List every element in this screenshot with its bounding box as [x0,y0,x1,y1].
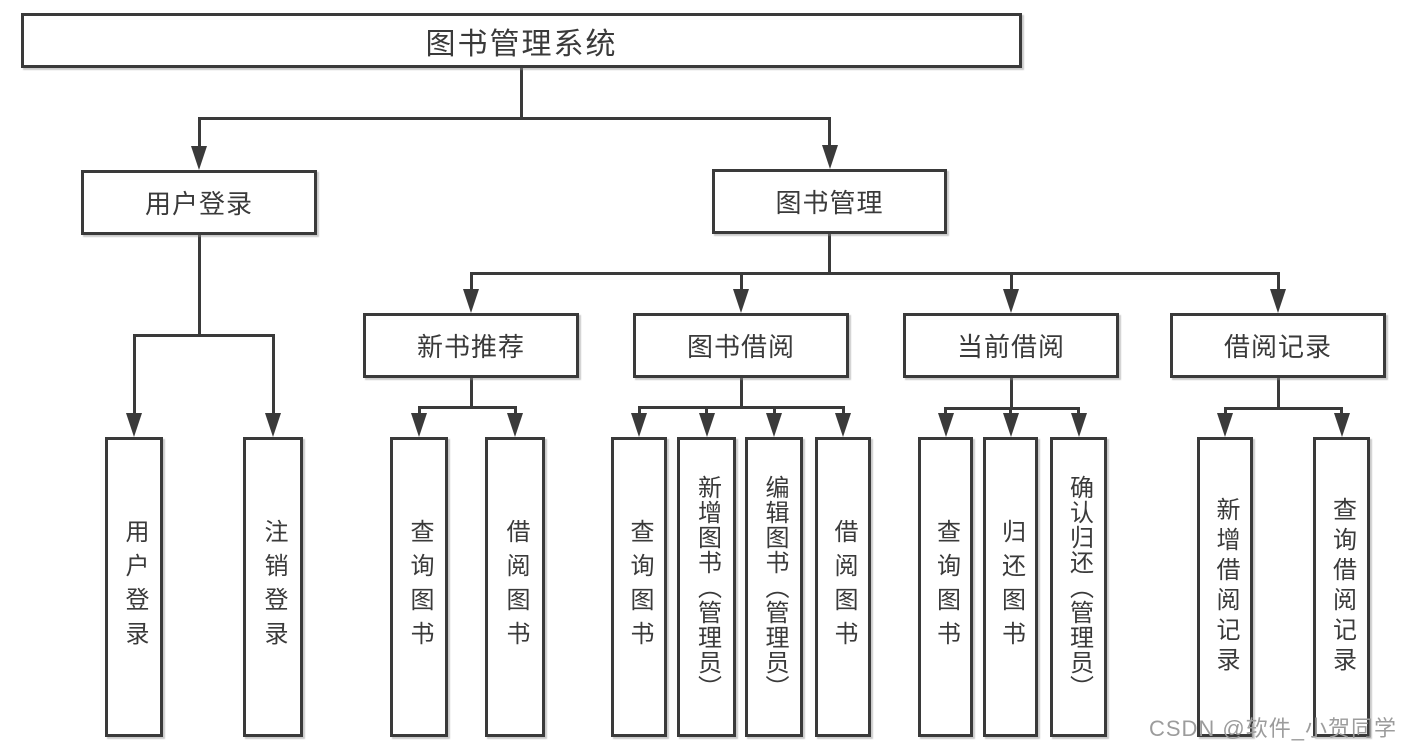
arrowhead-current-borrow [1003,289,1019,313]
node-v-confirm-return: 确认归还（管理员） [1050,437,1107,737]
node-label-v-user-login: 用户登录 [121,519,148,655]
edge-drop-user-login [197,118,201,148]
arrowhead-borrow-records [1270,289,1286,313]
edge-drop-v-query-book-3 [944,408,947,415]
node-v-edit-book: 编辑图书（管理员） [745,437,803,737]
edge-bar-borrow-records [1223,406,1343,410]
arrowhead-v-borrow-book-2 [835,413,851,437]
edge-bar-book-mgmt [469,271,1280,275]
edge-bar-new-book-rec [417,405,517,409]
node-v-query-book-2: 查询图书 [611,437,667,737]
arrowhead-v-user-login [126,413,142,437]
edge-stem-root [520,68,523,118]
node-v-borrow-book-2: 借阅图书 [815,437,871,737]
arrowhead-v-query-book-2 [631,413,647,437]
node-book-borrow: 图书借阅 [633,313,849,378]
node-label-book-mgmt: 图书管理 [775,188,884,218]
node-label-v-logout: 注销登录 [260,519,287,655]
edge-bar-user-login [132,333,275,337]
node-label-v-borrow-book-1: 借阅图书 [502,519,529,655]
arrowhead-v-edit-book [766,413,782,437]
arrowhead-v-add-record [1217,413,1233,437]
node-label-root: 图书管理系统 [425,27,618,61]
arrowhead-v-borrow-book-1 [507,413,523,437]
edge-stem-user-login [197,235,201,335]
edge-bar-book-borrow [637,405,845,409]
node-v-logout: 注销登录 [243,437,303,737]
arrowhead-user-login [191,146,207,170]
node-label-v-return-book: 归还图书 [997,519,1025,655]
node-label-v-confirm-return: 确认归还（管理员） [1065,474,1093,700]
edge-drop-v-edit-book [772,407,776,415]
node-v-query-record: 查询借阅记录 [1313,437,1370,737]
edge-drop-v-query-record [1340,408,1343,415]
edge-stem-borrow-records [1276,378,1280,408]
edge-drop-v-logout [271,335,275,415]
edge-bar-current-borrow [944,406,1080,410]
arrowhead-v-return-book [1002,413,1019,437]
edge-drop-book-mgmt [828,118,831,147]
edge-stem-book-borrow [739,378,743,407]
arrowhead-v-query-book-1 [411,413,427,437]
edge-drop-v-confirm-return [1077,408,1080,415]
arrowhead-v-query-record [1333,413,1350,437]
watermark-text: CSDN @软件_小贺同学 [1148,716,1397,741]
edge-drop-v-user-login [132,335,136,415]
node-v-return-book: 归还图书 [983,437,1038,737]
edge-drop-v-add-book [705,407,708,415]
edge-stem-book-mgmt [828,234,831,273]
node-borrow-records: 借阅记录 [1170,313,1386,378]
node-v-query-book-1: 查询图书 [390,437,448,737]
edge-drop-v-query-book-2 [637,407,641,415]
node-label-current-borrow: 当前借阅 [956,332,1065,362]
node-v-query-book-3: 查询图书 [918,437,973,737]
node-label-v-edit-book: 编辑图书（管理员） [761,474,788,700]
node-label-borrow-records: 借阅记录 [1223,332,1332,362]
node-v-add-book: 新增图书（管理员） [677,437,736,737]
node-label-book-borrow: 图书借阅 [686,332,795,362]
node-current-borrow: 当前借阅 [903,313,1119,378]
node-label-v-borrow-book-2: 借阅图书 [830,519,857,655]
node-label-new-book-rec: 新书推荐 [416,332,525,362]
edge-drop-current-borrow [1009,273,1013,291]
edge-drop-new-book-rec [469,273,473,291]
node-v-borrow-book-1: 借阅图书 [485,437,545,737]
arrowhead-v-query-book-3 [937,413,954,437]
node-label-v-query-book-3: 查询图书 [932,519,960,655]
arrowhead-v-logout [265,413,281,437]
node-label-user-login: 用户登录 [144,189,253,219]
node-new-book-rec: 新书推荐 [363,313,579,378]
node-v-add-record: 新增借阅记录 [1197,437,1253,737]
edge-bar-root [197,116,831,120]
node-book-mgmt: 图书管理 [712,169,947,234]
edge-drop-v-return-book [1009,408,1012,415]
edge-stem-new-book-rec [469,378,473,407]
edge-drop-book-borrow [739,273,743,291]
node-label-v-query-book-2: 查询图书 [626,519,653,655]
node-v-user-login: 用户登录 [105,437,163,737]
node-root: 图书管理系统 [21,13,1022,68]
arrowhead-v-confirm-return [1070,413,1087,437]
edge-drop-v-query-book-1 [417,407,421,415]
arrowhead-book-mgmt [821,145,838,169]
node-label-v-add-record: 新增借阅记录 [1212,497,1239,677]
edge-drop-v-borrow-book-1 [513,407,517,415]
node-user-login: 用户登录 [81,170,317,235]
arrowhead-new-book-rec [463,289,479,313]
node-label-v-query-book-1: 查询图书 [406,519,433,655]
edge-stem-current-borrow [1009,378,1013,408]
edge-drop-borrow-records [1276,273,1280,291]
arrowhead-book-borrow [733,289,749,313]
node-label-v-query-record: 查询借阅记录 [1328,497,1356,677]
edge-drop-v-borrow-book-2 [841,407,845,415]
edge-drop-v-add-record [1223,408,1227,415]
arrowhead-v-add-book [698,413,715,437]
node-label-v-add-book: 新增图书（管理员） [693,474,721,700]
